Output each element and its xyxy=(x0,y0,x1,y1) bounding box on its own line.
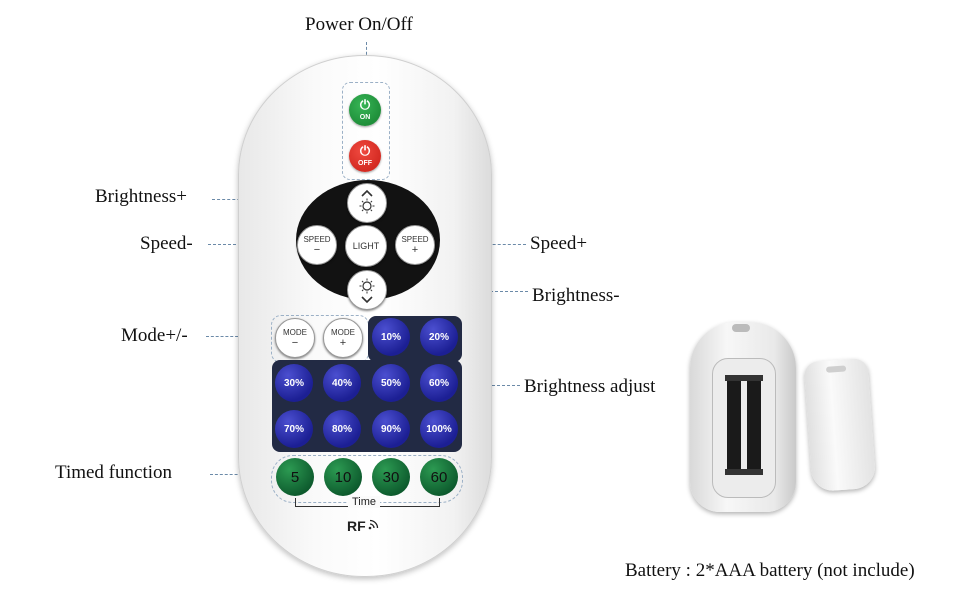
battery-compartment xyxy=(712,358,776,498)
rf-brand: RF xyxy=(347,518,380,534)
speed-minus-button[interactable]: SPEED − xyxy=(297,225,337,265)
brightness-70-label: 70% xyxy=(283,423,304,435)
brightness-down-button[interactable] xyxy=(347,270,387,310)
brightness-20-label: 20% xyxy=(428,331,449,343)
mode-minus-button[interactable]: MODE − xyxy=(275,318,315,358)
brightness-10-button[interactable]: 10% xyxy=(372,318,410,356)
brightness-50-button[interactable]: 50% xyxy=(372,364,410,402)
brightness-60-label: 60% xyxy=(428,377,449,389)
timer-caption: Time xyxy=(348,496,381,508)
label-timed-function: Timed function xyxy=(55,462,172,483)
off-button-label: OFF xyxy=(358,160,372,167)
speed-plus-label: SPEED xyxy=(401,234,429,244)
label-speed-minus: Speed- xyxy=(140,233,193,254)
mode-plus-sign: + xyxy=(339,336,347,349)
brightness-80-label: 80% xyxy=(331,423,352,435)
brightness-up-button[interactable] xyxy=(347,183,387,223)
brightness-20-button[interactable]: 20% xyxy=(420,318,458,356)
brightness-30-label: 30% xyxy=(283,377,304,389)
speed-minus-sign: − xyxy=(313,243,321,256)
brightness-50-label: 50% xyxy=(380,377,401,389)
label-mode: Mode+/- xyxy=(121,325,188,346)
brightness-100-button[interactable]: 100% xyxy=(420,410,458,448)
timer-30-button[interactable]: 30 xyxy=(372,458,410,496)
brightness-90-label: 90% xyxy=(380,423,401,435)
power-icon: ⏻ xyxy=(359,143,371,158)
timer-5-button[interactable]: 5 xyxy=(276,458,314,496)
brightness-40-button[interactable]: 40% xyxy=(323,364,361,402)
light-button-label: LIGHT xyxy=(352,241,380,251)
on-button-label: ON xyxy=(359,114,371,121)
timer-10-label: 10 xyxy=(334,468,352,486)
wireless-icon xyxy=(368,519,378,530)
label-brightness-adjust: Brightness adjust xyxy=(524,376,656,397)
battery-slot-left xyxy=(727,377,741,473)
timer-60-label: 60 xyxy=(430,468,448,486)
brightness-40-label: 40% xyxy=(331,377,352,389)
brightness-70-button[interactable]: 70% xyxy=(275,410,313,448)
sun-down-icon xyxy=(359,278,375,304)
off-button[interactable]: ⏻ OFF xyxy=(349,140,381,172)
label-power-on-off: Power On/Off xyxy=(305,14,413,35)
power-icon: ⏻ xyxy=(359,97,371,112)
speed-plus-button[interactable]: SPEED + xyxy=(395,225,435,265)
timer-10-button[interactable]: 10 xyxy=(324,458,362,496)
remote-back-view xyxy=(690,322,796,512)
label-brightness-minus: Brightness- xyxy=(532,285,620,306)
battery-slot-right xyxy=(747,377,761,473)
rf-brand-label: RF xyxy=(347,518,366,534)
speed-plus-sign: + xyxy=(411,243,419,256)
power-button-group xyxy=(342,82,390,180)
brightness-90-button[interactable]: 90% xyxy=(372,410,410,448)
timer-5-label: 5 xyxy=(290,468,300,486)
brightness-80-button[interactable]: 80% xyxy=(323,410,361,448)
mode-minus-label: MODE xyxy=(283,327,307,337)
brightness-10-label: 10% xyxy=(380,331,401,343)
cover-latch xyxy=(825,365,847,373)
speed-minus-label: SPEED xyxy=(303,234,331,244)
battery-cover xyxy=(803,357,877,493)
light-button[interactable]: LIGHT xyxy=(345,225,387,267)
timer-30-label: 30 xyxy=(382,468,400,486)
battery-caption: Battery : 2*AAA battery (not include) xyxy=(625,560,915,581)
label-brightness-plus: Brightness+ xyxy=(95,186,187,207)
indicator-light xyxy=(732,324,750,332)
label-speed-plus: Speed+ xyxy=(530,233,588,254)
timer-60-button[interactable]: 60 xyxy=(420,458,458,496)
sun-up-icon xyxy=(359,189,375,214)
mode-minus-sign: − xyxy=(291,336,299,349)
battery-contact-bottom xyxy=(725,469,763,475)
battery-contact-top xyxy=(725,375,763,381)
mode-plus-button[interactable]: MODE + xyxy=(323,318,363,358)
on-button[interactable]: ⏻ ON xyxy=(349,94,381,126)
brightness-100-label: 100% xyxy=(426,423,452,435)
mode-plus-label: MODE xyxy=(331,327,355,337)
brightness-30-button[interactable]: 30% xyxy=(275,364,313,402)
brightness-60-button[interactable]: 60% xyxy=(420,364,458,402)
